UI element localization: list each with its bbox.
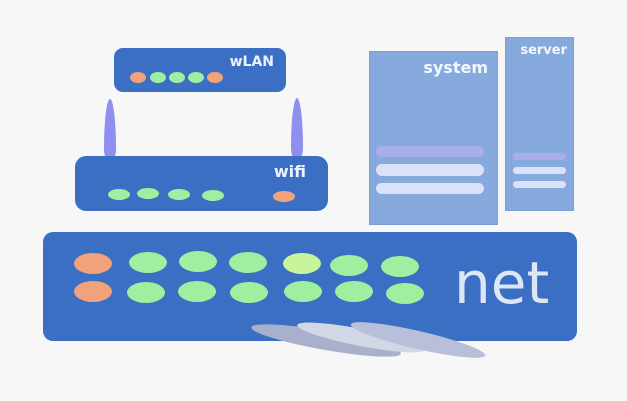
system-slot-2 [376,164,484,176]
wlan-led-3 [169,72,185,83]
port-led-9 [127,282,165,303]
server-slot-3 [513,181,566,188]
port-led-3 [179,251,217,272]
system-slot-3 [376,183,484,194]
port-led-12 [284,281,322,302]
wlan-led-2 [150,72,166,83]
server-slot-1 [513,153,566,160]
port-led-10 [178,281,216,302]
wifi-led-2 [137,188,159,199]
network-switch-label: net [454,249,550,317]
port-led-14 [386,283,424,304]
wlan-led-5 [207,72,223,83]
port-led-11 [230,282,268,303]
server-tower: server [505,37,574,211]
system-slot-1 [376,146,484,157]
wifi-unit-label: wifi [273,162,306,181]
system-tower: system [369,51,498,225]
wifi-led-5 [273,191,295,202]
wlan-router-label: wLAN [229,54,274,70]
wlan-led-1 [130,72,146,83]
port-led-5 [283,253,321,274]
server-tower-label: server [520,43,567,58]
system-tower-label: system [423,58,488,77]
wlan-led-4 [188,72,204,83]
wifi-unit: wifi [75,156,328,211]
server-slot-2 [513,167,566,174]
antenna-icon-right [291,98,303,160]
wifi-led-3 [168,189,190,200]
antenna-icon-left [104,99,116,161]
port-led-13 [335,281,373,302]
wifi-led-1 [108,189,130,200]
port-led-6 [330,255,368,276]
wifi-led-4 [202,190,224,201]
port-led-8 [74,281,112,302]
wlan-router: wLAN [114,48,286,92]
port-led-4 [229,252,267,273]
port-led-1 [74,253,112,274]
port-led-2 [129,252,167,273]
port-led-7 [381,256,419,277]
